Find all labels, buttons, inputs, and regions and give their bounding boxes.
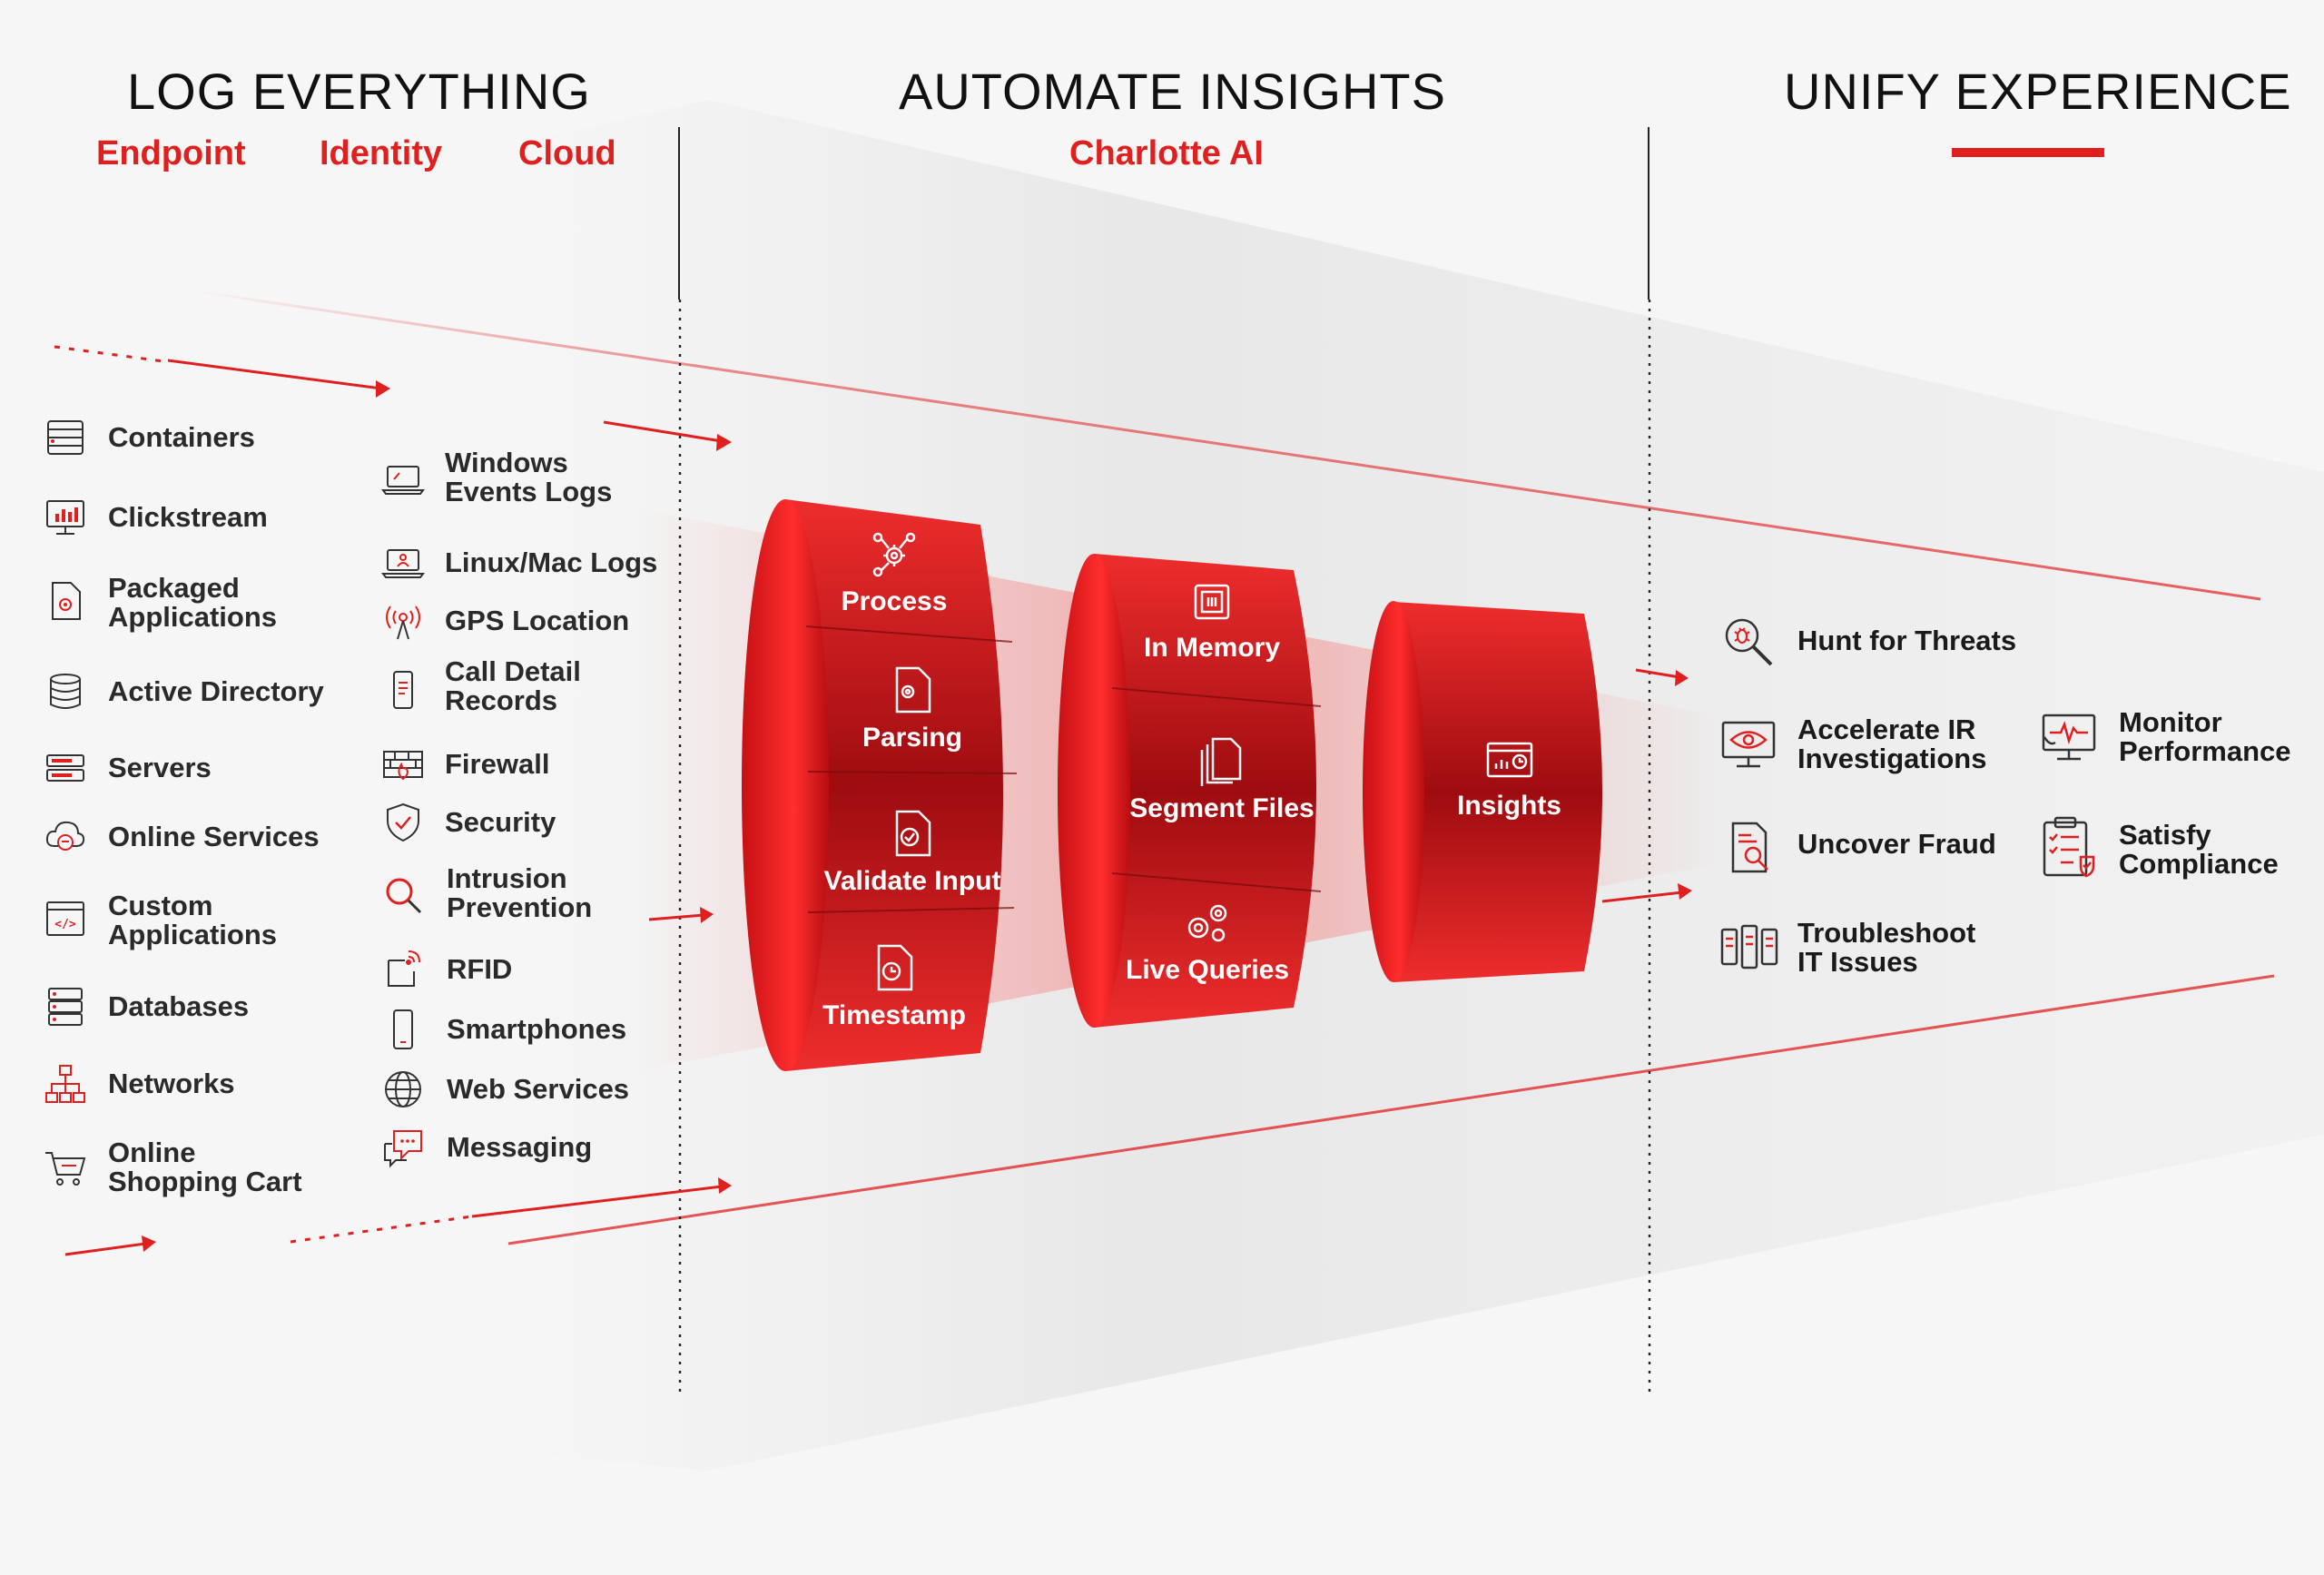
segment-validate-input: Validate Input — [817, 808, 1008, 897]
outcome-satisfy-compliance-label: Satisfy Compliance — [2119, 819, 2279, 880]
source-databases: Databases — [44, 985, 249, 1026]
chip-icon — [1194, 584, 1230, 620]
dashboard-icon — [1486, 742, 1532, 778]
source-smartphones: Smartphones — [381, 1008, 626, 1049]
server-rack-icon — [47, 420, 84, 455]
source-gps-location: GPS Location — [381, 599, 629, 640]
laptop-user-icon — [381, 549, 425, 578]
outcome-monitor-performance-label: Monitor Performance — [2119, 706, 2291, 767]
laptop-icon — [381, 466, 425, 495]
globe-icon — [385, 1071, 421, 1107]
source-firewall: Firewall — [381, 743, 549, 781]
source-custom-applications: </> Custom Applications — [44, 891, 277, 950]
segment-parsing-label: Parsing — [862, 723, 963, 753]
segment-insights: Insights — [1430, 740, 1589, 822]
servers-icon — [46, 754, 84, 782]
source-containers: Containers — [44, 416, 255, 455]
segment-live-queries: Live Queries — [1126, 901, 1289, 986]
segment-timestamp: Timestamp — [817, 942, 971, 1031]
gps-signal-icon — [386, 605, 420, 640]
source-active-directory: Active Directory — [44, 670, 324, 709]
clipboard-check-icon — [2043, 816, 2095, 878]
source-online-services: Online Services — [44, 815, 320, 851]
segment-validate-input-label: Validate Input — [823, 866, 1001, 896]
segment-segment-files-label: Segment Files — [1129, 793, 1315, 823]
magnifier-icon — [386, 878, 422, 914]
server-tools-icon — [1720, 924, 1778, 970]
eye-monitor-icon — [1721, 721, 1776, 768]
rfid-icon — [388, 950, 420, 987]
segment-live-queries-label: Live Queries — [1126, 955, 1290, 985]
source-online-shopping-cart: Online Shopping Cart — [44, 1138, 302, 1196]
svg-text:</>: </> — [54, 918, 76, 931]
gears-icon — [1187, 904, 1227, 942]
segment-timestamp-label: Timestamp — [822, 1000, 966, 1030]
source-networks: Networks — [44, 1062, 235, 1103]
outcome-troubleshoot-label: Troubleshoot IT Issues — [1797, 917, 1976, 978]
segment-insights-label: Insights — [1456, 791, 1561, 821]
outcome-uncover-fraud-label: Uncover Fraud — [1797, 828, 1996, 860]
source-packaged-applications: Packaged Applications — [44, 574, 277, 632]
source-rfid: RFID — [381, 948, 512, 987]
log-everything-title: LOG EVERYTHING — [127, 63, 591, 120]
monitor-pulse-icon — [2042, 714, 2096, 761]
doc-check-icon — [895, 810, 931, 857]
doc-gear-icon — [895, 666, 931, 714]
endpoint-label: Endpoint — [96, 134, 246, 172]
segment-process: Process — [817, 528, 971, 617]
charlotte-ai-label: Charlotte AI — [1069, 134, 1264, 172]
segment-in-memory-label: In Memory — [1143, 633, 1281, 663]
outcome-accelerate-ir-label: Accelerate IR Investigations — [1797, 714, 1987, 774]
doc-search-icon — [1731, 822, 1768, 873]
monitor-chart-icon — [46, 500, 84, 535]
source-intrusion-prevention: Intrusion Prevention — [381, 864, 592, 922]
identity-label: Identity — [320, 134, 443, 172]
source-linux-mac-logs: Linux/Mac Logs — [381, 541, 657, 578]
doc-clock-icon — [877, 944, 913, 991]
package-file-icon — [52, 582, 81, 620]
source-call-detail-records: Call Detail Records — [381, 657, 581, 715]
source-clickstream: Clickstream — [44, 496, 268, 535]
source-security: Security — [381, 801, 556, 842]
shopping-cart-icon — [45, 1152, 86, 1186]
segment-segment-files: Segment Files — [1122, 735, 1322, 824]
files-icon — [1200, 737, 1242, 786]
bug-search-icon — [1725, 618, 1773, 666]
cloud-label: Cloud — [518, 134, 616, 172]
messaging-icon — [384, 1130, 422, 1168]
firewall-icon — [383, 751, 423, 781]
automate-insights-title: AUTOMATE INSIGHTS — [899, 63, 1446, 120]
database-icon — [50, 674, 81, 709]
source-windows-events-logs: Windows Events Logs — [381, 448, 612, 507]
source-messaging: Messaging — [381, 1126, 592, 1168]
code-window-icon: </> — [46, 901, 84, 936]
gears-network-icon — [872, 532, 916, 577]
cloud-chat-icon — [45, 821, 85, 851]
database-stack-icon — [48, 988, 83, 1026]
smartphone-icon — [393, 1009, 413, 1049]
source-web-services: Web Services — [381, 1068, 629, 1107]
segment-parsing: Parsing — [835, 664, 990, 753]
segment-in-memory: In Memory — [1130, 578, 1294, 664]
network-icon — [45, 1065, 85, 1103]
source-servers: Servers — [44, 746, 212, 783]
unify-experience-title: UNIFY EXPERIENCE — [1784, 63, 2292, 120]
segment-process-label: Process — [841, 586, 948, 616]
phone-doc-icon — [393, 671, 413, 709]
outcome-hunt-for-threats-label: Hunt for Threats — [1797, 625, 2017, 656]
shield-check-icon — [387, 802, 419, 842]
